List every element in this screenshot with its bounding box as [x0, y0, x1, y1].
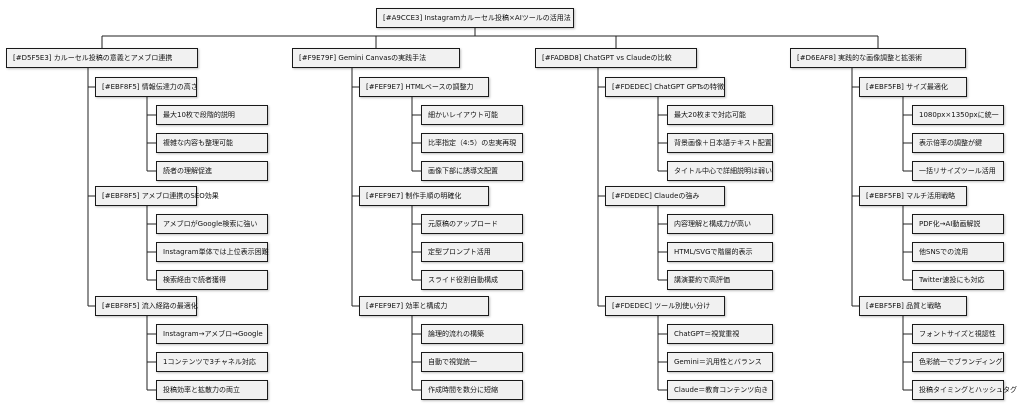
- item-node-1-1-3: 読者の理解促進: [156, 161, 268, 181]
- group-node-1-2: [#EBF8F5] アメブロ連携のSEO効果: [95, 186, 219, 206]
- item-node-2-3-3: 作成時間を数分に短縮: [421, 380, 523, 400]
- item-node-2-1-1: 細かいレイアウト可能: [421, 105, 523, 125]
- item-node-4-1-3: 一括リサイズツール活用: [912, 161, 1004, 181]
- group-node-2-1: [#FEF9E7] HTMLベースの調整力: [359, 77, 489, 97]
- item-node-2-1-3: 画像下部に誘導文配置: [421, 161, 523, 181]
- branch-node-3: [#FADBD8] ChatGPT vs Claudeの比較: [535, 48, 697, 68]
- item-node-1-3-3: 投稿効率と拡散力の両立: [156, 380, 268, 400]
- item-node-4-3-3: 投稿タイミングとハッシュタグ: [912, 380, 1017, 400]
- item-node-4-1-1: 1080px×1350pxに統一: [912, 105, 1004, 125]
- item-node-3-1-3: タイトル中心で詳細説明は弱い: [667, 161, 773, 181]
- group-node-4-3: [#EBF5FB] 品質と戦略: [859, 296, 967, 316]
- item-node-4-2-1: PDF化→AI動画解説: [912, 214, 1004, 234]
- item-node-1-3-2: 1コンテンツで3チャネル対応: [156, 352, 268, 372]
- branch-node-4: [#D6EAF8] 実践的な画像調整と拡張術: [790, 48, 966, 68]
- item-node-3-2-1: 内容理解と構成力が高い: [667, 214, 773, 234]
- root-node: [#A9CCE3] Instagramカルーセル投稿×AIツールの活用法: [376, 8, 574, 28]
- item-node-2-2-3: スライド役割自動構成: [421, 270, 523, 290]
- item-node-1-3-1: Instagram→アメブロ→Google: [156, 324, 268, 344]
- item-node-3-3-2: Gemini＝汎用性とバランス: [667, 352, 773, 372]
- item-node-1-1-2: 複雑な内容も整理可能: [156, 133, 268, 153]
- group-node-2-3: [#FEF9E7] 効率と構成力: [359, 296, 489, 316]
- item-node-1-1-1: 最大10枚で段階的説明: [156, 105, 268, 125]
- item-node-4-1-2: 表示倍率の調整が鍵: [912, 133, 1004, 153]
- item-node-1-2-3: 検索経由で読者獲得: [156, 270, 268, 290]
- branch-node-2: [#F9E79F] Gemini Canvasの実践手法: [292, 48, 460, 68]
- item-node-2-3-1: 論理的流れの構築: [421, 324, 523, 344]
- item-node-4-3-2: 色彩統一でブランディング: [912, 352, 1004, 372]
- item-node-3-2-3: 講演要約で高評価: [667, 270, 773, 290]
- item-node-1-2-2: Instagram単体では上位表示困難: [156, 242, 269, 262]
- group-node-4-2: [#EBF5FB] マルチ活用戦略: [859, 186, 967, 206]
- item-node-1-2-1: アメブロがGoogle検索に強い: [156, 214, 268, 234]
- item-node-2-2-1: 元原稿のアップロード: [421, 214, 523, 234]
- item-node-4-2-2: 他SNSでの流用: [912, 242, 1004, 262]
- item-node-3-3-3: Claude＝教育コンテンツ向き: [667, 380, 773, 400]
- item-node-3-2-2: HTML/SVGで階層的表示: [667, 242, 773, 262]
- group-node-3-3: [#FDEDEC] ツール別使い分け: [605, 296, 725, 316]
- branch-node-1: [#D5F5E3] カルーセル投稿の意義とアメブロ連携: [6, 48, 198, 68]
- item-node-3-1-1: 最大20枚まで対応可能: [667, 105, 773, 125]
- group-node-3-2: [#FDEDEC] Claudeの強み: [605, 186, 725, 206]
- item-node-4-3-1: フォントサイズと視認性: [912, 324, 1004, 344]
- group-node-2-2: [#FEF9E7] 制作手順の明確化: [359, 186, 489, 206]
- group-node-1-1: [#EBF8F5] 情報伝達力の高さ: [95, 77, 198, 97]
- item-node-2-3-2: 自動で視覚統一: [421, 352, 523, 372]
- group-node-4-1: [#EBF5FB] サイズ最適化: [859, 77, 967, 97]
- item-node-4-2-3: Twitter速投にも対応: [912, 270, 1004, 290]
- group-node-3-1: [#FDEDEC] ChatGPT GPTsの特徴: [605, 77, 725, 97]
- group-node-1-3: [#EBF8F5] 流入経路の最適化: [95, 296, 198, 316]
- item-node-2-1-2: 比率指定（4:5）の忠実再現: [421, 133, 523, 153]
- item-node-3-1-2: 背景画像＋日本語テキスト配置: [667, 133, 773, 153]
- item-node-3-3-1: ChatGPT＝視覚重視: [667, 324, 773, 344]
- item-node-2-2-2: 定型プロンプト活用: [421, 242, 523, 262]
